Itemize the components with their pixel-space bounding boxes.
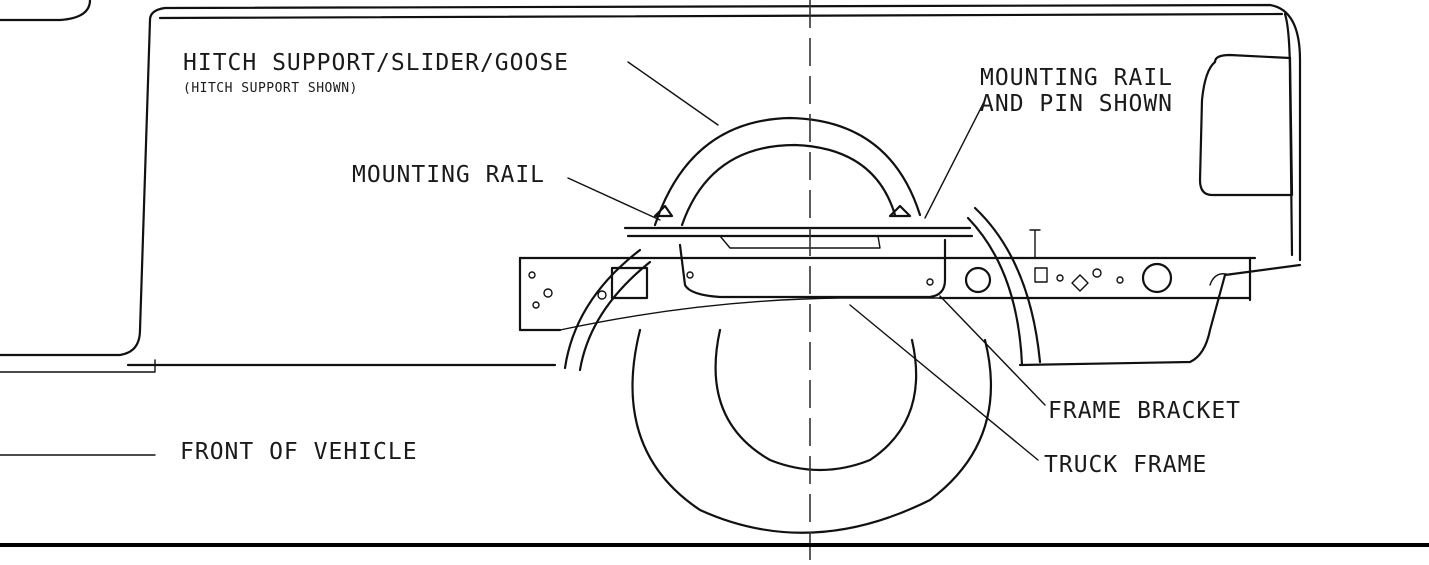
frame-bracket — [678, 238, 947, 299]
mounting-rail-pin-label-line2: AND PIN SHOWN — [980, 91, 1174, 117]
front-of-vehicle-label: FRONT OF VEHICLE — [180, 439, 418, 465]
cab-outline — [0, 0, 156, 373]
wheel-well-flares — [563, 206, 1042, 372]
mounting-rail — [623, 204, 974, 249]
tail-light — [1198, 53, 1294, 197]
leader-lines — [0, 61, 1046, 461]
hitch-support-note: (HITCH SUPPORT SHOWN) — [183, 81, 358, 96]
hitch-support-arch — [653, 116, 922, 227]
truck-bed-outline — [126, 3, 1302, 367]
mounting-rail-label: MOUNTING RAIL — [352, 162, 546, 188]
frame-bracket-label: FRAME BRACKET — [1048, 398, 1242, 424]
hitch-support-label: HITCH SUPPORT/SLIDER/GOOSE — [183, 50, 570, 76]
truck-frame — [518, 229, 1257, 332]
hitch-bracket-block — [610, 266, 649, 300]
mounting-rail-pin-label-line1: MOUNTING RAIL — [980, 65, 1174, 91]
rear-tire — [631, 328, 992, 534]
truck-frame-label: TRUCK FRAME — [1044, 452, 1208, 478]
